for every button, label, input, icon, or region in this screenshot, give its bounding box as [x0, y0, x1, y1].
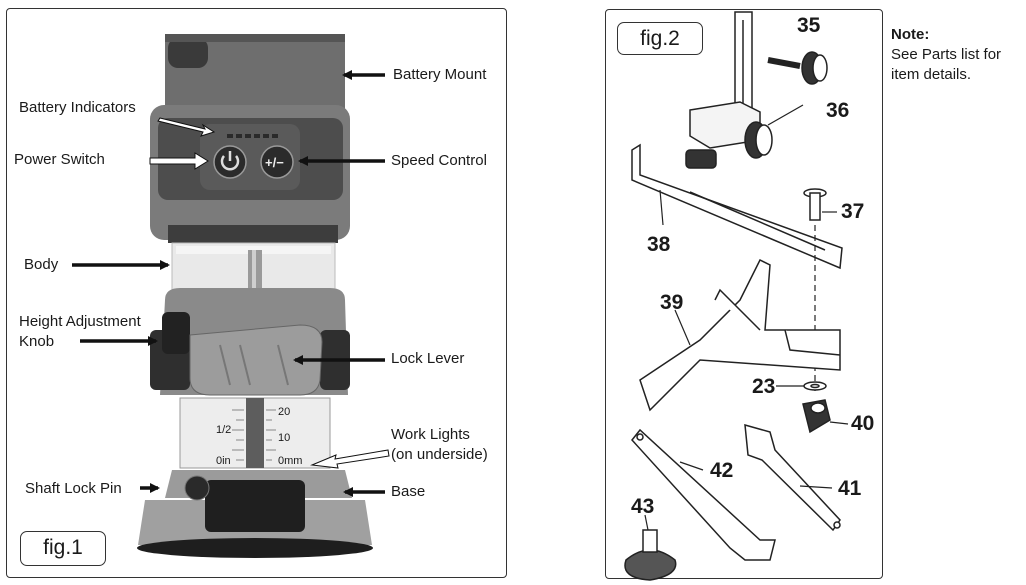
fig2-leader-lines	[644, 104, 849, 531]
part-number-42: 42	[710, 459, 734, 482]
fig1-callout-arrows	[72, 70, 385, 497]
label-base: Base	[391, 483, 426, 500]
battery-pack	[165, 34, 345, 114]
part-number-38: 38	[647, 233, 671, 256]
speed-button-icon	[260, 145, 294, 179]
part-number-36: 36	[826, 99, 850, 122]
scale-mm-10: 10	[278, 432, 291, 444]
label-battery-mount: Battery Mount	[393, 66, 487, 83]
label-body: Body	[24, 256, 59, 273]
cap-43	[624, 529, 677, 581]
plate-38	[631, 143, 843, 270]
label-battery-indicators: Battery Indicators	[19, 99, 136, 116]
knob-35	[767, 51, 828, 85]
nut-40	[802, 399, 831, 434]
label-work-lights-line2: (on underside)	[391, 446, 488, 463]
part-number-43: 43	[631, 495, 655, 518]
base-39	[639, 258, 841, 412]
fence-bracket	[685, 11, 761, 169]
note-title: Note:	[891, 26, 930, 43]
fig1-white-arrows	[149, 117, 390, 469]
scale-inch-zero: 0in	[216, 455, 231, 467]
wrench-41	[744, 423, 841, 532]
part-number-35: 35	[797, 14, 821, 37]
fig2-tag: fig.2	[617, 22, 703, 55]
part-number-37: 37	[841, 200, 865, 223]
note-line2: item details.	[891, 66, 972, 83]
label-lock-lever: Lock Lever	[391, 350, 465, 367]
note-line1: See Parts list for	[891, 46, 1002, 63]
scale-inch-half: 1/2	[216, 424, 232, 436]
base-clamp	[150, 288, 350, 396]
part-number-39: 39	[660, 291, 684, 314]
pin-37	[803, 188, 827, 221]
router-base	[137, 470, 373, 558]
knob-36	[744, 121, 773, 159]
power-button-icon	[213, 145, 247, 179]
note-block: Note: See Parts list for item details.	[891, 25, 1001, 85]
label-shaft-lock-pin: Shaft Lock Pin	[25, 480, 122, 497]
part-number-41: 41	[838, 477, 862, 500]
label-work-lights-line1: Work Lights	[391, 426, 470, 443]
wrench-42	[631, 428, 776, 561]
scale-mm-zero: 0mm	[278, 455, 303, 467]
fig1-tag: fig.1	[20, 531, 106, 566]
label-height-adjustment-knob-line2: Knob	[19, 333, 55, 350]
label-height-adjustment-knob-line1: Height Adjustment	[19, 313, 141, 330]
speed-button-glyph: +/−	[265, 155, 284, 170]
label-speed-control: Speed Control	[391, 152, 487, 169]
scale-mm-20: 20	[278, 406, 291, 418]
part-number-40: 40	[851, 412, 875, 435]
depth-scale	[179, 397, 331, 469]
label-power-switch: Power Switch	[14, 151, 105, 168]
washer-23	[803, 381, 827, 391]
part-number-23: 23	[752, 375, 776, 398]
